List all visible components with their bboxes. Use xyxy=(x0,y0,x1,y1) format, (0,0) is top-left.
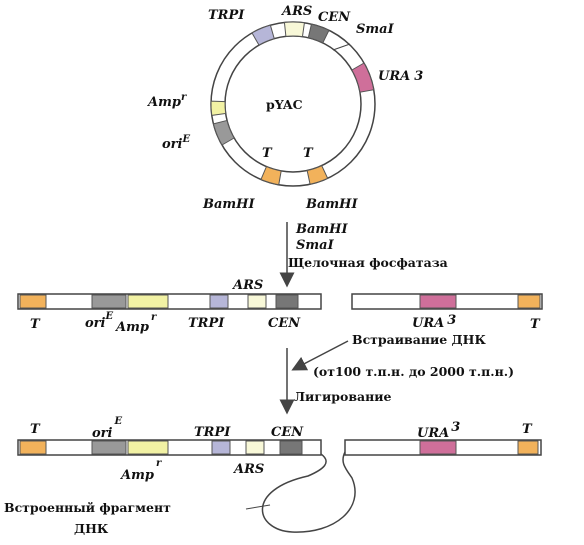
final-left-segments xyxy=(19,440,303,455)
smai-pointer xyxy=(332,43,351,51)
plasmid-segment-ars xyxy=(283,21,305,38)
linear-left-segment-ori xyxy=(91,294,127,309)
smai-label-circle: SmaI xyxy=(356,22,395,37)
linear-left-segment-cen xyxy=(275,294,299,309)
final-ori-name: ori xyxy=(92,426,113,441)
final-right-segments xyxy=(419,440,539,455)
final-right-segment-ura xyxy=(419,440,457,455)
insert-label-pointer xyxy=(245,504,271,510)
ori-label-circle: oriE xyxy=(162,134,190,152)
linear-left-segment-ars xyxy=(247,294,267,309)
final-amp-name: Amp xyxy=(119,468,154,483)
linear-ars-label: ARS xyxy=(231,278,263,293)
final-left-segment-ars xyxy=(245,440,265,455)
linear-left-arm xyxy=(17,293,322,310)
final-t-left-label: T xyxy=(30,422,41,437)
linear-right-arm xyxy=(351,293,543,310)
linear-ura-name: URA xyxy=(412,316,444,331)
bamhi-label-circle-left: BamHI xyxy=(202,197,255,212)
linear-ori-name: ori xyxy=(85,316,106,331)
step1-phosphatase: Щелочная фосфатаза xyxy=(288,255,448,270)
inserted-dna-loop xyxy=(261,451,356,533)
step1-smai: SmaI xyxy=(296,238,335,253)
plasmid-segments xyxy=(210,21,375,186)
final-ori-sup: E xyxy=(113,416,122,427)
final-t-right-label: T xyxy=(522,422,533,437)
final-left-segment-trp xyxy=(211,440,231,455)
linear-right-segment-ura xyxy=(419,294,457,309)
trp-label-circle: TRPI xyxy=(208,8,245,23)
plasmid-segment-T xyxy=(306,164,329,185)
final-amp-sup: r xyxy=(156,458,162,469)
final-cen-label: CEN xyxy=(271,425,304,440)
plasmid-segment-trp xyxy=(251,24,275,46)
plasmid-segment-T xyxy=(260,165,282,186)
final-left-segment-cen xyxy=(279,440,303,455)
plasmid-name: pYAC xyxy=(266,97,303,112)
ori-superscript: E xyxy=(181,134,190,145)
final-amp-label: Ampr xyxy=(119,458,162,483)
step2-ligation: Лигирование xyxy=(294,389,392,404)
linear-t-left-label: T xyxy=(30,317,41,332)
insert-label-line1: Встроенный фрагмент xyxy=(4,500,171,515)
step2-size-range: (от100 т.п.н. до 2000 т.п.н.) xyxy=(313,364,514,379)
bamhi-label-circle-right: BamHI xyxy=(305,197,358,212)
ura-label-circle: URA 3 xyxy=(378,69,423,84)
linear-t-right-label: T xyxy=(530,317,541,332)
amp-name: Amp xyxy=(146,95,181,110)
step1-bamhi: BamHI xyxy=(295,222,348,237)
linear-left-segment-amp xyxy=(127,294,169,309)
t-label-circle-left: T xyxy=(262,146,273,161)
amp-superscript: r xyxy=(181,92,187,103)
final-ori-label: oriE xyxy=(92,416,122,441)
final-left-segment-amp xyxy=(127,440,169,455)
linear-right-segment-T xyxy=(517,294,541,309)
plasmid-segment-ura xyxy=(351,62,375,93)
ura-number: 3 xyxy=(414,69,423,84)
ura-name: URA xyxy=(378,69,410,84)
final-ura-num: 3 xyxy=(451,420,460,435)
linear-left-segments xyxy=(19,294,299,309)
linear-ori-label: oriE xyxy=(85,311,113,331)
arrow-dna-insertion xyxy=(291,340,349,371)
final-trp-label: TRPI xyxy=(194,425,231,440)
linear-trp-label: TRPI xyxy=(188,316,225,331)
linear-ori-sup: E xyxy=(104,311,113,322)
linear-amp-label: Ampr xyxy=(114,312,157,335)
amp-label-circle: Ampr xyxy=(146,92,187,110)
final-ars-label: ARS xyxy=(232,462,264,477)
linear-right-segments xyxy=(419,294,541,309)
linear-cen-label: CEN xyxy=(268,316,301,331)
final-ura-name: URA xyxy=(417,426,449,441)
cen-label-circle: CEN xyxy=(318,10,351,25)
t-label-circle-right: T xyxy=(303,146,314,161)
final-left-segment-T xyxy=(19,440,47,455)
ori-name: ori xyxy=(162,137,183,152)
linear-amp-name: Amp xyxy=(114,320,149,335)
insert-label-line2: ДНК xyxy=(74,521,109,536)
final-left-segment-ori xyxy=(91,440,127,455)
final-right-segment-T xyxy=(517,440,539,455)
step2-insertion: Встраивание ДНК xyxy=(352,332,486,347)
linear-amp-sup: r xyxy=(151,312,157,323)
linear-left-segment-trp xyxy=(209,294,229,309)
ars-label-circle: ARS xyxy=(280,4,312,19)
plasmid-segment-amp xyxy=(210,100,227,116)
linear-left-segment-T xyxy=(19,294,47,309)
final-left-frame xyxy=(17,439,322,456)
plasmid-segment-ori xyxy=(212,119,235,146)
plasmid-segment-cen xyxy=(307,23,330,44)
final-right-arm xyxy=(344,439,542,456)
final-left-arm xyxy=(17,439,322,456)
linear-ura-num: 3 xyxy=(447,313,456,328)
